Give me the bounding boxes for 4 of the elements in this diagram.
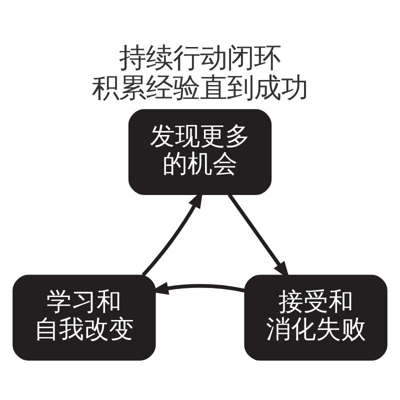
diagram-title: 持续行动闭环积累经验直到成功 [92,42,308,104]
node-box: 接受和消化失败 [244,274,388,361]
node-box: 学习和自我改变 [12,274,156,361]
node-box: 发现更多的机会 [128,109,272,196]
